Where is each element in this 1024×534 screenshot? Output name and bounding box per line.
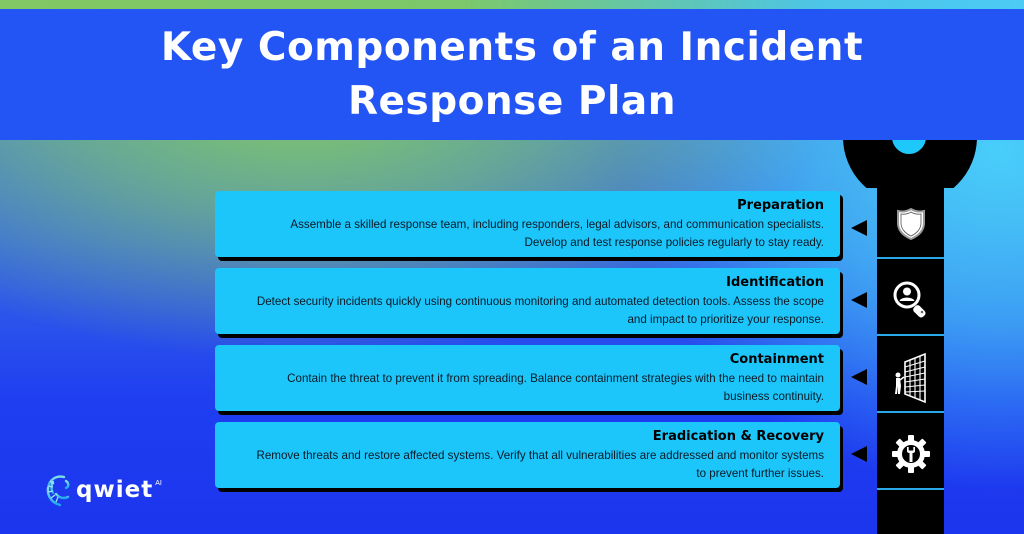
component-card-eradication-recovery: Eradication & Recovery Remove threats an… [215,422,840,488]
pointer-arrow-icon [851,446,867,462]
pillar-divider [877,334,944,336]
card-description: Remove threats and restore affected syst… [256,449,824,480]
card-title: Containment [729,352,824,367]
pillar-hole [892,140,926,154]
card-title: Preparation [737,198,824,213]
card-description: Detect security incidents quickly using … [256,295,824,326]
card-description: Contain the threat to prevent it from sp… [287,372,824,403]
pointer-arrow-icon [851,220,867,236]
card-description: Assemble a skilled response team, includ… [290,218,824,249]
pillar-divider [877,411,944,413]
pillar-divider [877,257,944,259]
brand-logo: qwiet AI [44,470,162,510]
spiral-logo-icon [46,475,70,507]
card-title: Identification [726,275,824,290]
top-gradient-strip [0,0,1024,9]
title-banner: Key Components of an Incident Response P… [0,9,1024,140]
firewall-person-icon [877,345,944,411]
component-card-preparation: Preparation Assemble a skilled response … [215,191,840,257]
pointer-arrow-icon [851,292,867,308]
page-title-line-2: Response Plan [348,78,676,124]
page-title: Key Components of an Incident Response P… [161,21,863,129]
card-title: Eradication & Recovery [652,429,824,444]
magnifier-user-icon [877,266,944,332]
pillar-divider [877,488,944,490]
shield-icon [877,191,944,257]
pointer-arrow-icon [851,369,867,385]
page-title-line-1: Key Components of an Incident [160,24,864,70]
gear-wrench-icon [877,421,944,487]
brand-name: qwiet [76,477,154,503]
component-card-containment: Containment Contain the threat to preven… [215,345,840,411]
component-card-identification: Identification Detect security incidents… [215,268,840,334]
brand-suffix: AI [155,480,162,487]
